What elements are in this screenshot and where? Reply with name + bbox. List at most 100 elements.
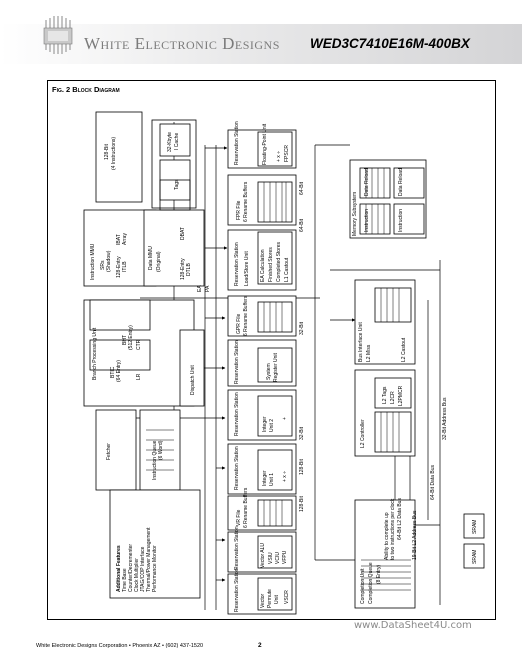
icache-box [159, 123, 191, 157]
label-feature-2: Clock Multiplier [134, 558, 140, 592]
label-iu1-1: Integer [262, 470, 268, 486]
label-vr-1: VR File [236, 509, 242, 526]
label-rs-sru: Reservation Station [234, 340, 240, 384]
label-sru-2: Register Unit [273, 352, 279, 382]
label-memss: Memory Subsystem [352, 192, 358, 236]
label-l1-castout: L1 Castout [284, 257, 290, 282]
label-array: Array [122, 233, 128, 245]
label-feature-3: JTAG/COP Interface [140, 546, 146, 592]
label-plus: + [282, 417, 288, 420]
label-fpscr: FPSCR [284, 145, 290, 162]
label-feature-4: Thermal/Power Management [146, 527, 152, 592]
label-cu-2: Completion Queue [368, 562, 374, 604]
gpr-buffers [257, 301, 293, 333]
vr-buffers [257, 499, 293, 527]
btic-box [89, 339, 151, 371]
label-dreload-3: Data Reload [398, 168, 404, 196]
label-sr-orig: (Original) [156, 251, 162, 272]
label-iu1-2: Unit 1 [269, 473, 275, 486]
label-l2tags: L2 Tags [382, 386, 388, 404]
iu1-inner [257, 449, 293, 491]
label-iu-ops: + x ÷ [282, 471, 288, 482]
label-bht-1: BHT [122, 335, 128, 345]
label-dreload-1: Data Reload [364, 168, 370, 196]
ireload-buffer [393, 203, 425, 235]
label-inst-4: (4 Instructions) [111, 137, 117, 170]
dreload-buffer [393, 167, 425, 199]
label-w128-a: 128-Bit [299, 459, 305, 475]
page-header: White Electronic Designs WED3C7410E16M-4… [0, 0, 522, 70]
label-l2pmcr: L2PMCR [398, 385, 404, 406]
label-iq-1: Instruction Queue [152, 440, 158, 480]
label-iu2-2: Unit 2 [269, 419, 275, 432]
label-immu: Instruction MMU [90, 243, 96, 280]
label-dmmu: Data MMU [148, 246, 154, 270]
sram-2-box [463, 543, 485, 569]
label-cu-3: (8 Entry) [376, 564, 382, 584]
label-vfpu: VFPU [282, 550, 288, 564]
dcache-tags-box [159, 179, 191, 211]
label-rs-fpu: Reservation Station [234, 121, 240, 165]
label-biu: Bus Interface Unit [358, 322, 364, 362]
label-btic-1: BTIC [110, 366, 116, 378]
label-dc-1: Ability to complete up [384, 512, 390, 560]
label-ireload-3: Instruction [398, 209, 404, 232]
label-cu-1: Completion Unit [360, 568, 366, 604]
label-dc-2: to two instructions per clock [390, 498, 396, 560]
label-vsiu: VSIU [268, 552, 274, 564]
sram-1-box [463, 513, 485, 539]
fetcher-box [95, 409, 137, 491]
dmmu-box [143, 209, 205, 287]
label-ireload-1: Instruction [364, 209, 370, 232]
label-rs-vperm: Reservation Station [234, 568, 240, 612]
label-tags-i: Tags [174, 179, 180, 190]
label-dispatch: Dispatch Unit [190, 365, 196, 395]
header-band [0, 24, 522, 64]
label-w64-a: 64-Bit [299, 181, 305, 195]
label-lr: LR [136, 373, 142, 380]
label-sram-1: SRAM [472, 520, 478, 534]
label-l2c: L2 Controller [360, 419, 366, 448]
label-rs-lsu: Reservation Station [234, 242, 240, 286]
icache-wire-box [95, 111, 143, 203]
label-rs-iu1: Reservation Station [234, 446, 240, 490]
label-lsu-1: Load/Store Unit [244, 251, 250, 286]
bht-box [89, 299, 151, 331]
page-number: 2 [258, 642, 262, 649]
icache-tags-box [151, 119, 197, 209]
label-feature-0: Time Base [122, 568, 128, 592]
label-vr-2: 6 Rename Buffers [243, 487, 249, 528]
label-completed: Completed Stores [276, 241, 282, 282]
label-gpr-2: 6 Rename Buffers [243, 295, 249, 336]
label-bht-2: (512 Entry) [128, 325, 134, 350]
label-l2-miss: L2 Miss [366, 344, 372, 362]
label-w32-a: 32-Bit [299, 321, 305, 335]
figure-title: Fig. 2 Block Diagram [52, 85, 120, 94]
label-ea: EA [197, 285, 203, 292]
dispatch-box [179, 329, 205, 407]
label-feature-1: Counter/Decrementer [128, 544, 134, 592]
part-number: WED3C7410E16M-400BX [310, 36, 470, 51]
label-finished: Finished Stores [268, 247, 274, 282]
l2tags-box [374, 377, 412, 409]
label-ibat: IBAT [116, 234, 122, 245]
lsu-stores [257, 231, 293, 285]
label-fpu: Floating-Point Unit [262, 123, 268, 165]
label-vperm-3: Unit [274, 594, 280, 604]
iu2-inner [257, 395, 293, 437]
label-l2-addr: 19-Bit L2 Address Bus [412, 510, 418, 560]
label-vciu: VCIU [275, 552, 281, 564]
label-vperm-2: Permute [267, 589, 273, 608]
label-vscr: VSCR [284, 590, 290, 604]
label-features-title: Additional Features [116, 545, 122, 592]
label-btic-2: (64 Entry) [116, 360, 122, 382]
company-name: White Electronic Designs [84, 34, 280, 53]
label-icache-2: I Cache [174, 133, 180, 150]
fpu-inner [257, 131, 293, 167]
label-itlb-1: 128-Entry [116, 256, 122, 278]
label-fpr-2: 6 Rename Buffers [243, 181, 249, 222]
label-w128-b: 128-Bit [299, 496, 305, 512]
company-logo [43, 16, 73, 54]
label-dtlb-1: 128-Entry [180, 258, 186, 280]
